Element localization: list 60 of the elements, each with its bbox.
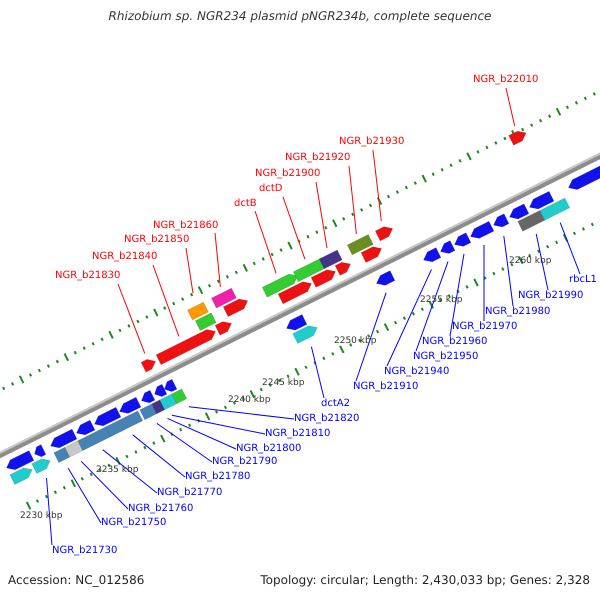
leader-line xyxy=(156,422,212,462)
gene-label: NGR_b21940 xyxy=(384,366,450,378)
leader-line xyxy=(356,292,387,382)
gene-label: NGR_b21820 xyxy=(294,413,360,425)
gene-label: NGR_b21920 xyxy=(285,152,350,164)
scale-label: 2240 kbp xyxy=(228,394,270,406)
gene-label: NGR_b21910 xyxy=(353,381,418,393)
leader-line xyxy=(450,253,464,336)
leader-line xyxy=(46,478,52,546)
footer-text: Topology: circular; Length: 2,430,033 bp; Genes: 2,328 xyxy=(260,574,590,586)
leader-line xyxy=(506,88,516,127)
gene-label: NGR_b21990 xyxy=(518,290,584,302)
leader-line xyxy=(316,182,328,249)
leader-line xyxy=(167,418,236,450)
leader-line xyxy=(186,248,194,294)
leader-line xyxy=(80,460,128,510)
leader-line xyxy=(188,406,294,420)
gene-label: NGR_b21810 xyxy=(265,428,330,440)
gene-label: NGR_b21840 xyxy=(92,251,158,263)
leader-line xyxy=(102,449,158,494)
gene-label: rbcL1 xyxy=(569,274,597,286)
gene-label: NGR_b21830 xyxy=(55,270,120,282)
leader-line xyxy=(171,414,266,434)
leader-line xyxy=(560,222,580,274)
gene-label: NGR_b21760 xyxy=(128,503,194,515)
leader-line xyxy=(310,346,324,398)
leader-line xyxy=(416,261,448,352)
gene-label: dctA2 xyxy=(321,398,350,410)
gene-label: NGR_b21960 xyxy=(422,336,488,348)
gene-label: NGR_b21730 xyxy=(52,545,118,557)
gene-label: NGR_b21850 xyxy=(124,234,190,246)
leader-line xyxy=(68,468,102,524)
leader-line xyxy=(386,268,432,366)
gene-label: NGR_b22010 xyxy=(473,74,538,86)
leader-line xyxy=(348,166,357,234)
gene-label: NGR_b21900 xyxy=(255,168,320,180)
gene-label: NGR_b21970 xyxy=(452,321,518,333)
leader-line xyxy=(118,284,146,354)
leader-line xyxy=(254,210,277,274)
leader-line xyxy=(503,235,514,306)
gene-label: dctD xyxy=(259,183,282,195)
gene-label: NGR_b21980 xyxy=(485,306,550,318)
gene-label: NGR_b21950 xyxy=(413,351,478,363)
gene-label: dctB xyxy=(234,198,257,210)
leader-line xyxy=(132,434,186,478)
gene-label: NGR_b21770 xyxy=(157,487,222,499)
gene-label: NGR_b21930 xyxy=(339,136,404,148)
leader-line xyxy=(214,232,221,288)
leader-line xyxy=(152,264,180,337)
gene-label: NGR_b21860 xyxy=(153,220,218,232)
gene-label: NGR_b21800 xyxy=(236,443,302,455)
scale-label: 2245 kbp xyxy=(262,377,304,389)
leader-line xyxy=(536,233,548,290)
title: Rhizobium sp. NGR234 plasmid pNGR234b, complete sequence xyxy=(108,10,492,22)
gene-label: NGR_b21750 xyxy=(101,517,166,529)
footer-text: Accession: NC_012586 xyxy=(8,574,144,586)
leader-line xyxy=(372,150,382,222)
leader-line xyxy=(282,196,306,260)
gene-label: NGR_b21780 xyxy=(185,471,250,483)
gene-label: NGR_b21790 xyxy=(212,456,278,468)
